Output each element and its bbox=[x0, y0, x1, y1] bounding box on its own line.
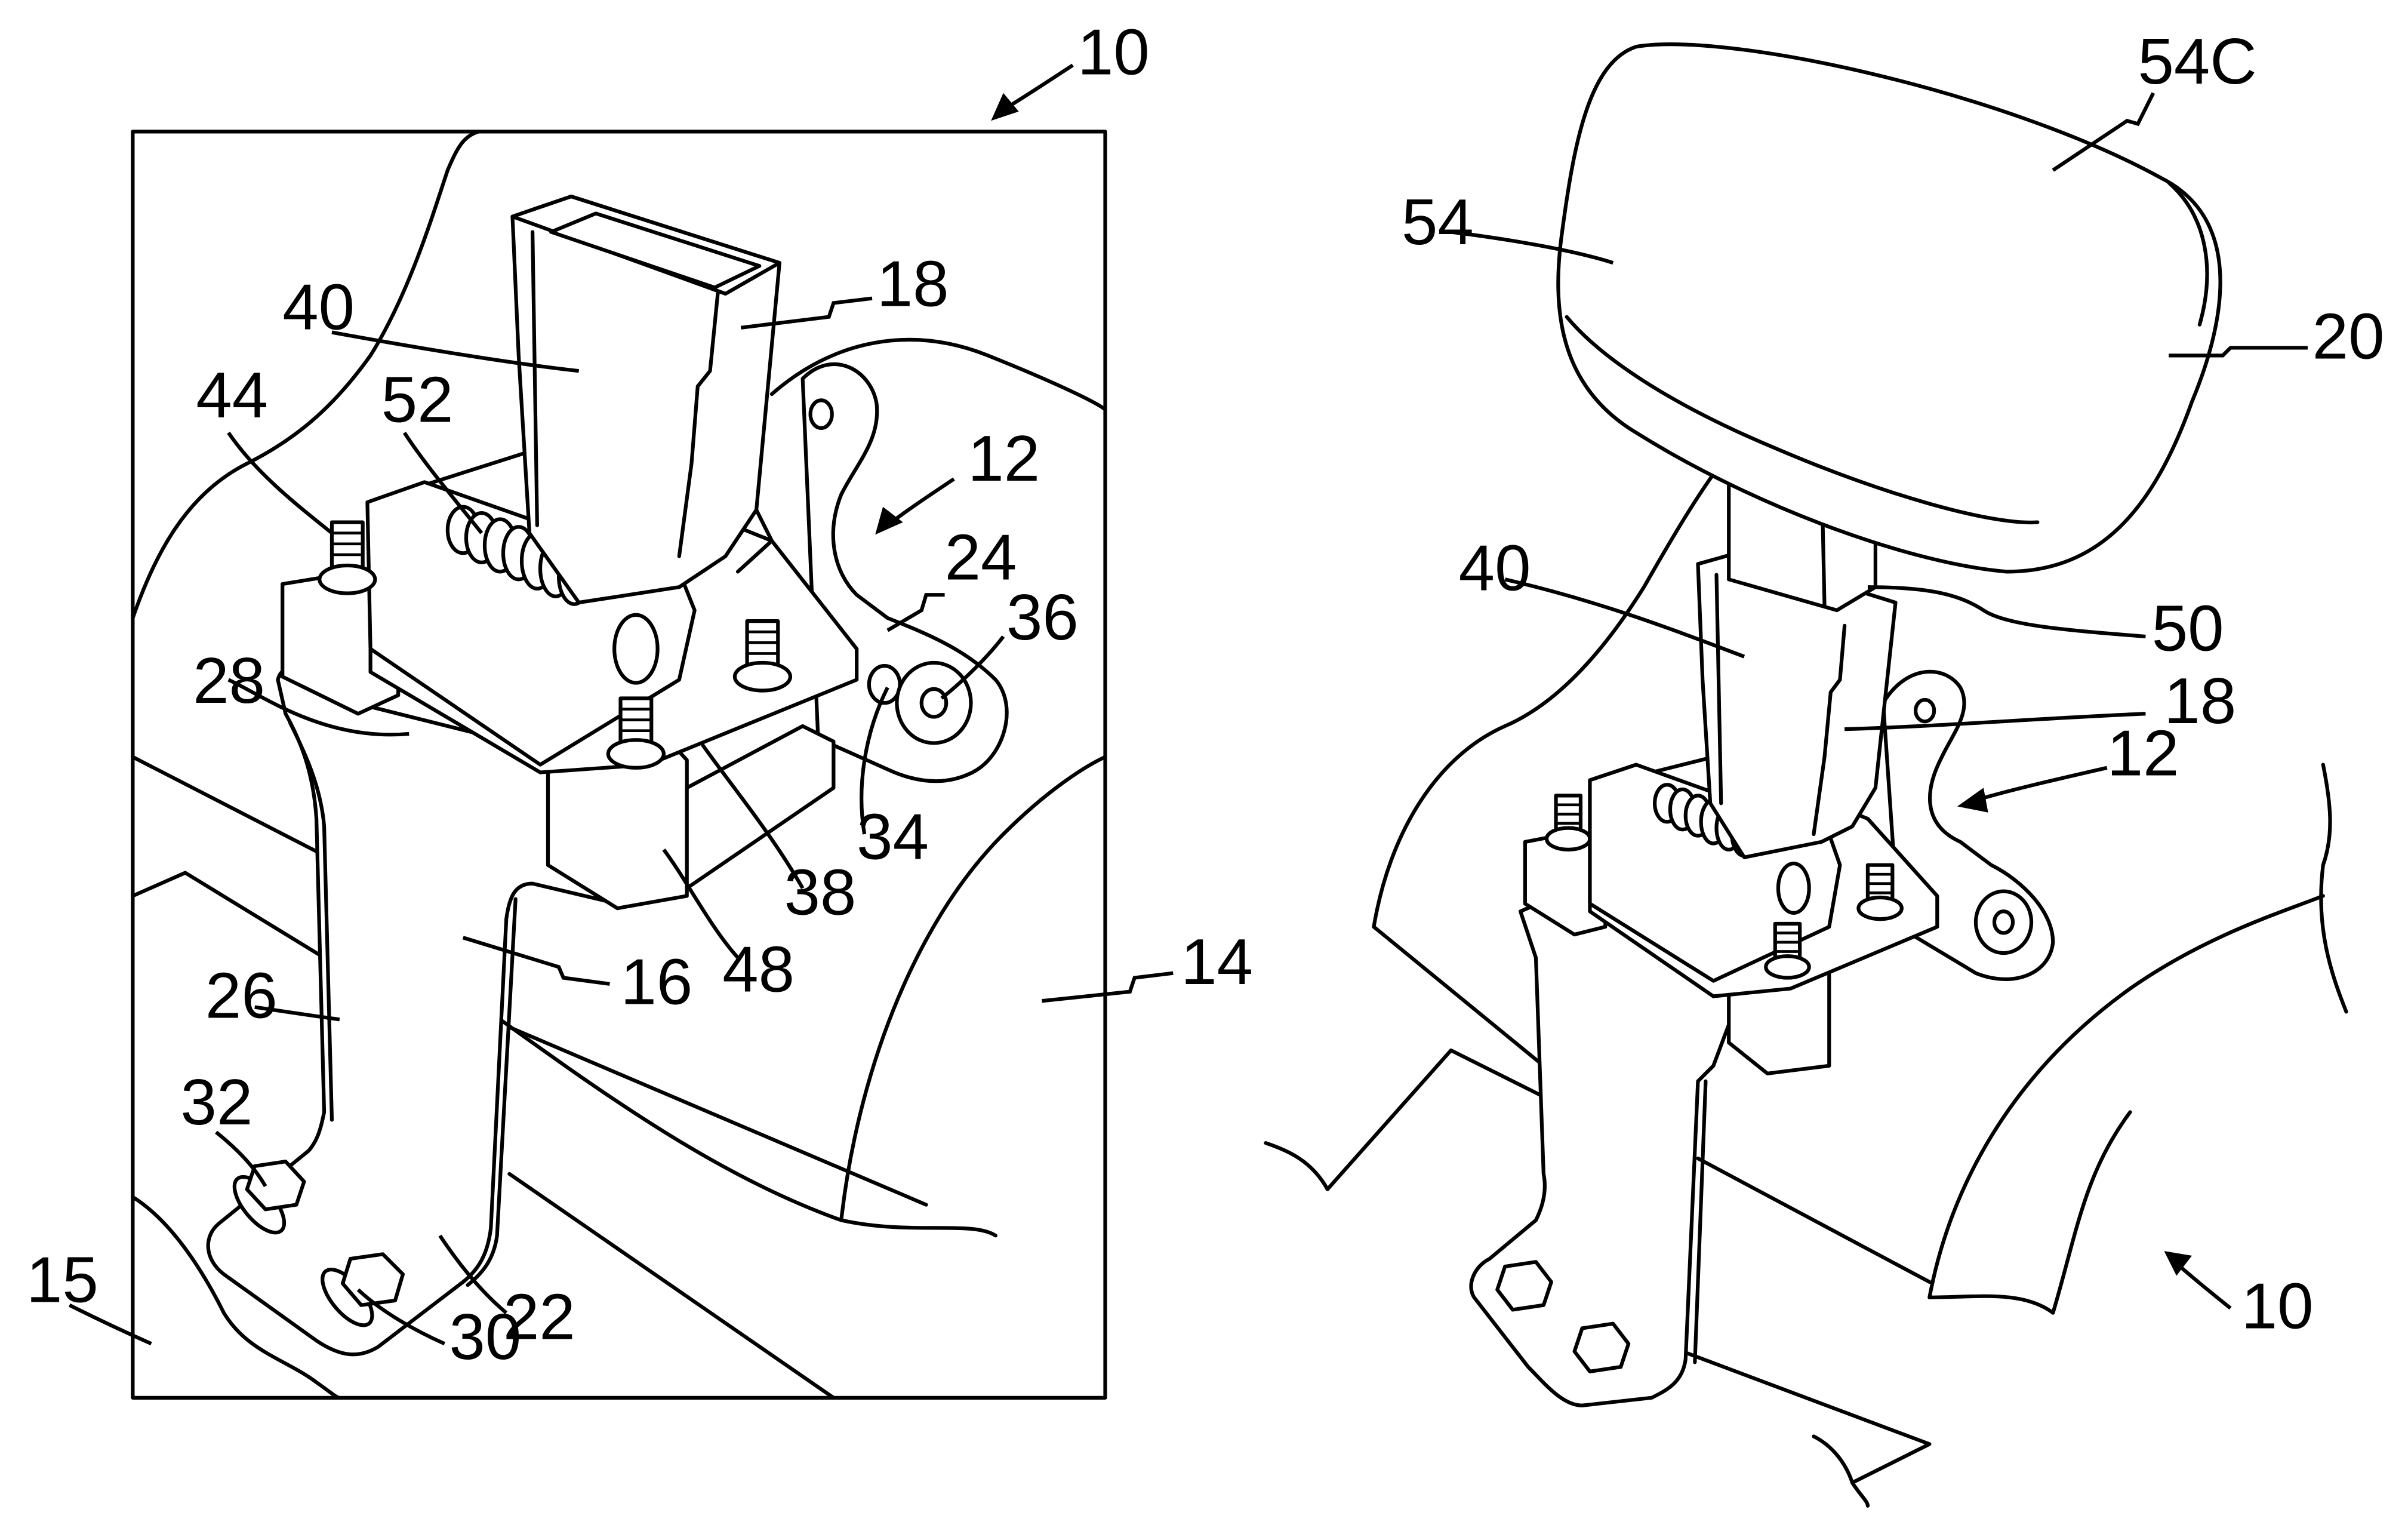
ear-right-upper-hole bbox=[1916, 700, 1934, 721]
housing-hole bbox=[614, 615, 657, 683]
ref-50: 50 bbox=[2152, 592, 2224, 665]
ref-15: 15 bbox=[26, 1244, 98, 1317]
leader-10-right bbox=[2176, 1264, 2231, 1308]
ref-44: 44 bbox=[196, 359, 268, 432]
stud-right-a bbox=[1547, 795, 1590, 850]
arrow-12-right bbox=[1957, 788, 1988, 812]
ref-10-left: 10 bbox=[1077, 17, 1150, 89]
ref-22: 22 bbox=[503, 1281, 575, 1354]
arrow-10-left bbox=[991, 93, 1019, 121]
housing-hole-right bbox=[1778, 863, 1809, 913]
right-panel: 54C 54 20 40 50 18 12 10 bbox=[1265, 26, 2384, 1506]
ref-12-left: 12 bbox=[968, 423, 1040, 495]
ref-36: 36 bbox=[1006, 582, 1079, 654]
leader-14 bbox=[1042, 973, 1173, 1001]
ref-28: 28 bbox=[193, 645, 265, 717]
ref-40-right: 40 bbox=[1459, 532, 1531, 604]
ref-12-right: 12 bbox=[2107, 718, 2179, 790]
pivot-stud-right-inner bbox=[1994, 911, 2013, 933]
ref-18-left: 18 bbox=[877, 248, 949, 321]
seat-side-contour-right bbox=[1374, 927, 1543, 1066]
seat-edge-right-2 bbox=[1929, 1112, 2130, 1312]
floor-line-right-2 bbox=[1698, 1158, 1929, 1282]
ref-14: 14 bbox=[1181, 926, 1253, 998]
pivot-stud-inner bbox=[922, 689, 946, 717]
leader-50 bbox=[1868, 587, 2145, 637]
left-panel: 10 18 40 44 52 12 24 36 28 34 38 48 16 1… bbox=[26, 17, 1253, 1398]
leader-24 bbox=[888, 595, 945, 630]
ref-26: 26 bbox=[205, 960, 278, 1032]
leader-44 bbox=[229, 433, 332, 533]
ref-20: 20 bbox=[2312, 301, 2385, 373]
ref-32: 32 bbox=[181, 1066, 253, 1139]
arrow-12-left bbox=[875, 507, 903, 535]
bolt-right-lower bbox=[1575, 1324, 1629, 1372]
ref-34: 34 bbox=[857, 801, 929, 873]
ref-54C: 54C bbox=[2138, 26, 2256, 98]
ear-hole-upper bbox=[811, 400, 832, 428]
floor-line-mid bbox=[133, 873, 324, 958]
ref-52: 52 bbox=[381, 364, 454, 436]
ref-48: 48 bbox=[722, 934, 795, 1006]
seat-edge-right bbox=[2321, 765, 2346, 1012]
bolt-right-upper bbox=[1497, 1262, 1551, 1309]
ref-16: 16 bbox=[621, 946, 693, 1018]
ref-10-right: 10 bbox=[2241, 1270, 2314, 1342]
ref-38: 38 bbox=[784, 856, 857, 929]
floor-line-right-4 bbox=[1852, 1483, 1868, 1506]
ref-54: 54 bbox=[1402, 186, 1474, 259]
floor-line-right-1 bbox=[1265, 1050, 1543, 1189]
leader-12-right bbox=[1976, 768, 2107, 800]
ref-40-left: 40 bbox=[282, 271, 355, 343]
floor-right-line bbox=[509, 1027, 926, 1204]
